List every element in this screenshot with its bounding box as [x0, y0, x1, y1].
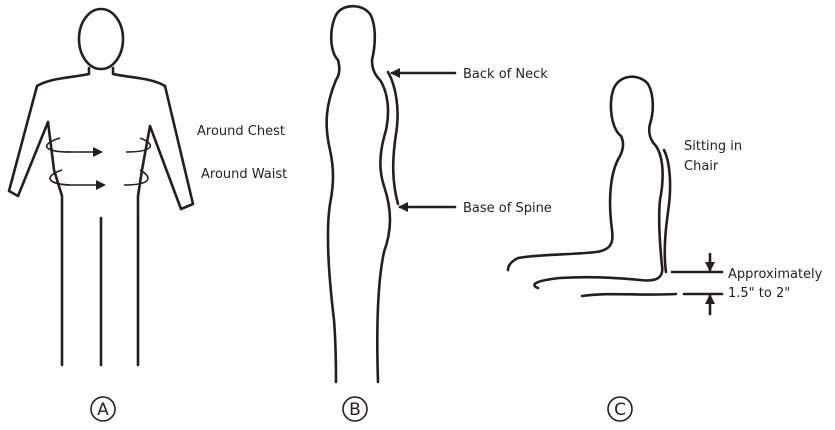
figure-a-waist-ring-left: [50, 170, 70, 185]
figure-c-seated-body: [508, 77, 676, 296]
label-sitting-line2: Chair: [684, 159, 719, 174]
label-approx-range: 1.5" to 2": [728, 286, 790, 301]
figure-c-body-outline: [508, 77, 663, 288]
label-approximately: Approximately: [728, 267, 823, 282]
figure-b-body-outline: [327, 6, 390, 382]
figure-b-back-contour: [388, 72, 398, 204]
figure-c-letter: C: [614, 400, 626, 420]
label-base-of-spine: Base of Spine: [463, 201, 552, 216]
figure-a-front-body: [9, 9, 193, 365]
figure-a-head: [79, 9, 123, 69]
label-around-waist: Around Waist: [201, 167, 287, 182]
figure-a-letter: A: [97, 400, 109, 420]
figure-b-letter: B: [349, 400, 361, 420]
figure-c-seat-line: [582, 294, 676, 296]
label-around-chest: Around Chest: [197, 124, 285, 139]
label-sitting-line1: Sitting in: [684, 139, 742, 154]
label-back-of-neck: Back of Neck: [463, 67, 548, 82]
figure-c-chair-back: [664, 150, 670, 272]
figure-b-side-body: [327, 6, 398, 382]
figure-a-waist-ring-right: [124, 170, 148, 185]
